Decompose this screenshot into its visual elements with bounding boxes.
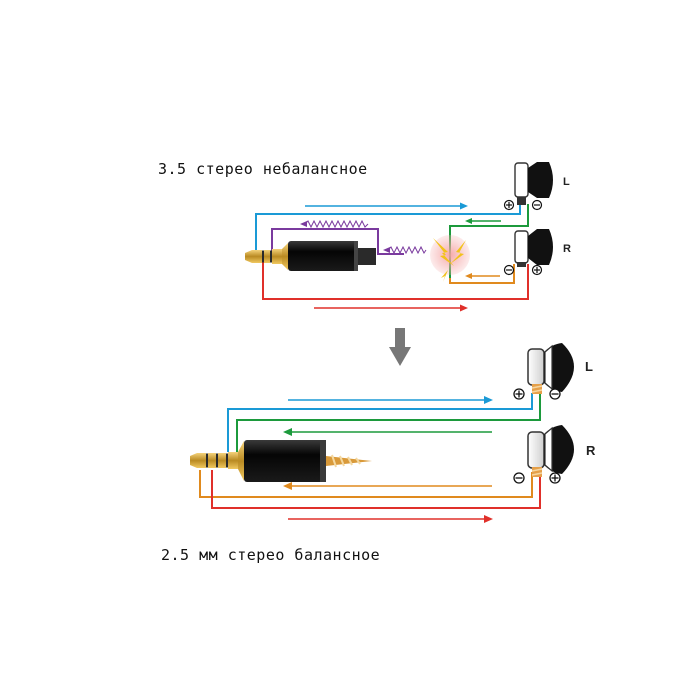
bottom-arrow-left-plus	[288, 396, 493, 404]
minus-icon	[513, 472, 525, 484]
top-wire-interference	[271, 228, 404, 258]
bottom-arrow-left-minus	[283, 428, 492, 436]
plus-icon	[531, 264, 543, 276]
interference-spark-icon	[430, 235, 470, 282]
top-arrow-right-minus	[465, 273, 500, 279]
top-arrow-interference-2	[383, 245, 427, 255]
plus-icon	[513, 388, 525, 400]
minus-icon	[549, 388, 561, 400]
bottom-plug	[190, 440, 372, 482]
top-wire-left-plus	[255, 204, 521, 252]
minus-icon	[503, 264, 515, 276]
bottom-diagram: L R	[190, 343, 596, 523]
top-arrow-interference-1	[300, 219, 369, 229]
top-wire-right-plus	[262, 262, 529, 300]
top-right-label: R	[563, 243, 571, 255]
plus-icon	[503, 199, 515, 211]
plus-icon	[549, 472, 561, 484]
top-wire-right-minus	[449, 264, 515, 284]
top-arrow-left-plus	[305, 202, 468, 210]
bottom-earphone-right: R	[527, 425, 596, 477]
top-arrow-left-minus	[465, 218, 501, 224]
top-left-label: L	[563, 176, 570, 188]
top-plug	[245, 241, 376, 271]
down-arrow-icon	[389, 328, 411, 366]
top-earphone-right: R	[514, 229, 571, 267]
top-diagram: L R	[245, 162, 571, 312]
top-arrow-right-plus	[314, 304, 468, 312]
bottom-right-label: R	[586, 443, 596, 458]
bottom-earphone-left: L	[527, 343, 593, 394]
twisted-wires	[326, 454, 372, 468]
bottom-caption: 2.5 мм стерео балансное	[161, 546, 381, 564]
bottom-left-label: L	[585, 359, 593, 374]
bottom-wire-left-minus	[236, 393, 541, 452]
bottom-wire-right-minus	[199, 470, 533, 498]
minus-icon	[531, 199, 543, 211]
bottom-arrow-right-plus	[288, 515, 493, 523]
top-earphone-left: L	[514, 162, 570, 205]
top-caption: 3.5 стерео небалансное	[158, 160, 368, 178]
bottom-arrow-right-minus	[283, 482, 492, 490]
bottom-wire-left-plus	[227, 393, 533, 452]
bottom-wire-right-plus	[211, 470, 541, 509]
